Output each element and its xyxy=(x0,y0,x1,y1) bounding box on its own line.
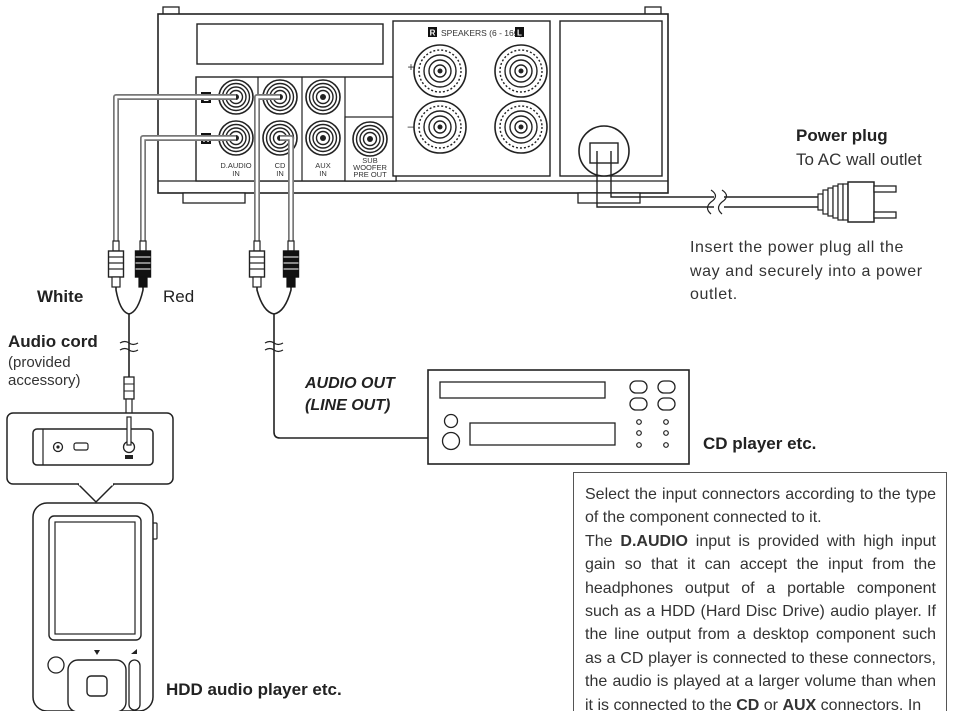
cd-player-label: CD player etc. xyxy=(703,434,817,453)
power-plug-note: Insert the power plug all the way and se… xyxy=(690,236,950,307)
speaker-left-plus-terminal[interactable] xyxy=(494,44,548,98)
power-cord xyxy=(596,151,818,215)
speaker-right-minus-terminal[interactable] xyxy=(413,100,467,154)
sub-label: SUB xyxy=(362,156,377,165)
speaker-right-plus-terminal[interactable] xyxy=(413,44,467,98)
white-rca-plug xyxy=(107,240,125,288)
aux-left-jack[interactable] xyxy=(305,79,341,115)
cd-in-label: IN xyxy=(276,169,284,178)
pre-out-label: PRE OUT xyxy=(353,170,387,179)
info-box: Select the input connectors according to… xyxy=(573,472,947,714)
audio-cord-sub-1: (provided xyxy=(8,354,71,371)
info-cd-bold: CD xyxy=(736,696,760,714)
speaker-left-minus-terminal[interactable] xyxy=(494,100,548,154)
plus-sign: + xyxy=(407,60,414,74)
hdd-audio-player xyxy=(32,502,158,711)
aux-in-label: IN xyxy=(319,169,327,178)
power-note-line-2: way and securely into a power xyxy=(690,262,923,280)
hdd-player-label: HDD audio player etc. xyxy=(166,680,342,699)
mini-plug xyxy=(123,376,135,418)
power-note-line-1: Insert the power plug all the xyxy=(690,239,904,256)
audio-cord-sub-2: accessory) xyxy=(8,372,81,389)
info-p2-a: The xyxy=(585,532,621,550)
ac-inlet xyxy=(578,125,630,177)
daudio-label: D.AUDIO xyxy=(220,161,251,170)
info-p2-e: connectors. In xyxy=(816,696,922,714)
speaker-right-badge xyxy=(428,27,437,37)
audio-cord-title: Audio cord xyxy=(8,332,98,351)
cable-break-marks xyxy=(119,340,284,353)
power-plug-title: Power plug xyxy=(796,126,888,145)
minus-sign: – xyxy=(408,119,415,133)
speaker-left-badge-text: L xyxy=(517,29,522,38)
red-label: Red xyxy=(163,287,195,306)
audio-cables xyxy=(113,94,428,439)
info-p2-d: or xyxy=(759,696,783,714)
speaker-left-badge xyxy=(515,27,524,37)
cd-red-rca-plug xyxy=(282,240,300,288)
cd-player xyxy=(427,369,690,465)
cd-white-rca-plug xyxy=(248,240,266,288)
line-out-label: (LINE OUT) xyxy=(305,397,391,414)
info-daudio-bold: D.AUDIO xyxy=(620,532,688,550)
info-aux-bold: AUX xyxy=(782,696,817,714)
aux-right-jack[interactable] xyxy=(305,120,341,156)
cd-label: CD xyxy=(275,161,286,170)
subwoofer-jack[interactable] xyxy=(352,121,388,157)
power-plug-subtitle: To AC wall outlet xyxy=(796,150,922,169)
red-rca-plug xyxy=(134,240,152,288)
info-paragraph-1: Select the input connectors according to… xyxy=(585,486,936,527)
info-p2-c: input is provided with high input gain s… xyxy=(585,532,936,714)
speakers-label: SPEAKERS (6 - 16Ω) xyxy=(441,28,523,38)
speaker-right-badge-text: R xyxy=(430,29,436,38)
power-note-line-3: outlet. xyxy=(690,286,738,303)
player-top-callout xyxy=(6,412,174,504)
power-plug-icon xyxy=(817,181,897,223)
daudio-in-label: IN xyxy=(232,169,240,178)
woofer-label: WOOFER xyxy=(353,163,387,172)
aux-label: AUX xyxy=(315,161,330,170)
white-label: White xyxy=(37,287,84,306)
audio-out-label: AUDIO OUT xyxy=(305,375,395,392)
